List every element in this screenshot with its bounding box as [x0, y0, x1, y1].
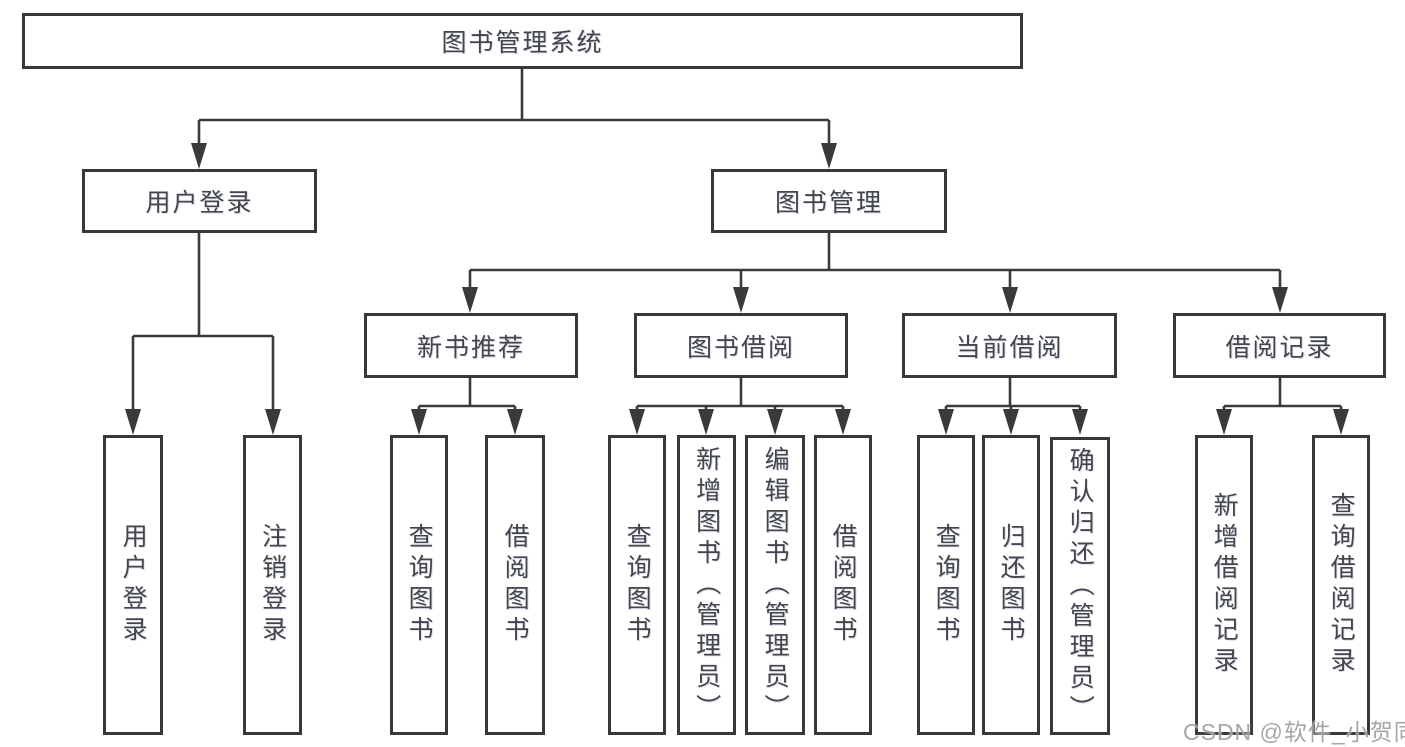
node-borrowing-records: 借阅记录 — [1173, 313, 1386, 378]
leaf-borrow-books-borrowing-label: 借阅图书 — [829, 523, 858, 647]
leaf-query-borrow-record: 查询借阅记录 — [1312, 435, 1370, 735]
leaf-borrow-books-recommend: 借阅图书 — [485, 435, 545, 735]
leaf-return-books: 归还图书 — [982, 435, 1040, 735]
leaf-add-book-admin: 新增图书（管理员） — [677, 435, 736, 735]
node-book-borrowing: 图书借阅 — [634, 313, 848, 378]
node-library-management-system: 图书管理系统 — [22, 13, 1023, 69]
leaf-confirm-return-admin-label: 确认归还（管理员） — [1066, 446, 1095, 726]
leaf-edit-book-admin: 编辑图书（管理员） — [745, 435, 805, 735]
node-book-management: 图书管理 — [711, 169, 947, 233]
leaf-query-books-recommend: 查询图书 — [390, 435, 448, 735]
leaf-edit-book-admin-label: 编辑图书（管理员） — [761, 445, 790, 725]
leaf-add-book-admin-label: 新增图书（管理员） — [692, 445, 721, 725]
leaf-query-books-current-label: 查询图书 — [932, 523, 961, 647]
leaf-user-login: 用户登录 — [103, 435, 163, 735]
leaf-query-books-current: 查询图书 — [917, 435, 975, 735]
leaf-query-books-borrowing: 查询图书 — [608, 435, 666, 735]
arrowheads — [125, 143, 1349, 435]
leaf-borrow-books-borrowing: 借阅图书 — [814, 435, 872, 735]
leaf-confirm-return-admin: 确认归还（管理员） — [1050, 437, 1110, 735]
leaf-logout-login-label: 注销登录 — [258, 523, 287, 647]
leaf-query-books-borrowing-label: 查询图书 — [623, 523, 652, 647]
leaf-user-login-label: 用户登录 — [119, 523, 148, 647]
leaf-query-borrow-record-label: 查询借阅记录 — [1327, 492, 1356, 678]
leaf-logout-login: 注销登录 — [243, 435, 302, 735]
leaf-return-books-label: 归还图书 — [997, 523, 1026, 647]
node-user-login: 用户登录 — [82, 169, 317, 233]
node-current-borrowing: 当前借阅 — [902, 313, 1117, 378]
leaf-add-borrow-record-label: 新增借阅记录 — [1210, 492, 1239, 678]
csdn-watermark: CSDN @软件_小贺同学 — [1183, 719, 1405, 745]
leaf-query-books-recommend-label: 查询图书 — [405, 523, 434, 647]
leaf-borrow-books-recommend-label: 借阅图书 — [501, 523, 530, 647]
node-new-book-recommendation: 新书推荐 — [364, 313, 578, 378]
leaf-add-borrow-record: 新增借阅记录 — [1195, 435, 1253, 735]
